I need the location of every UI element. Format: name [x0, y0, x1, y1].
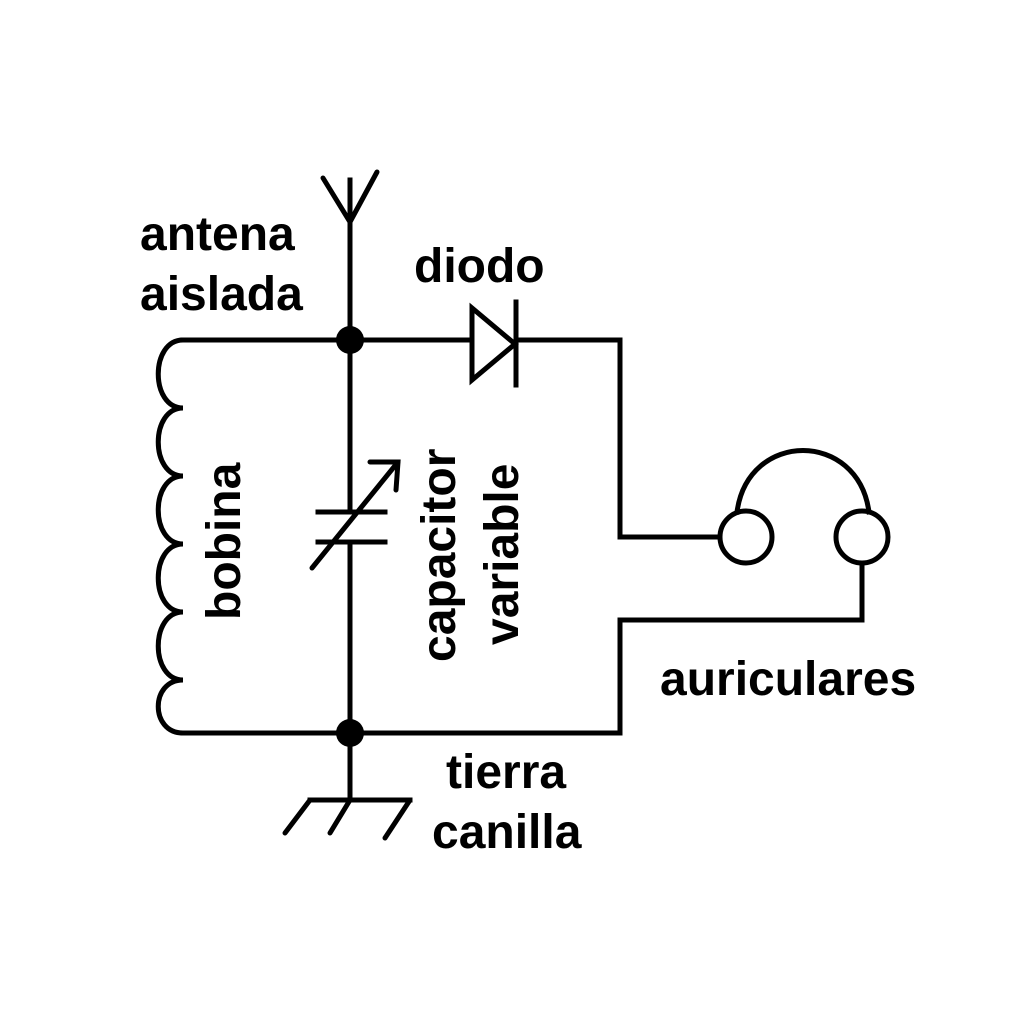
diode-label: diodo: [414, 240, 545, 293]
top-wire: [180, 337, 723, 540]
antenna-symbol: [320, 169, 380, 343]
ground-label-line2: canilla: [432, 806, 582, 859]
coil-label: bobina: [198, 462, 251, 620]
junction-dot-top: [336, 326, 364, 354]
capacitor-label-line1: capacitor: [413, 449, 466, 662]
capacitor-label-line2: variable: [476, 464, 529, 645]
ground-symbol: [282, 797, 413, 841]
earphones-symbol: [717, 448, 891, 566]
earphones-label: auriculares: [660, 653, 916, 706]
antenna-label-line2: aislada: [140, 268, 303, 321]
diode-symbol: [469, 299, 519, 388]
variable-capacitor: [309, 459, 401, 571]
junction-dot-bottom: [336, 719, 364, 747]
bottom-wire: [180, 559, 865, 736]
coil-inductor: [155, 337, 186, 736]
ground-label-line1: tierra: [446, 746, 566, 799]
antenna-label-line1: antena: [140, 208, 295, 261]
